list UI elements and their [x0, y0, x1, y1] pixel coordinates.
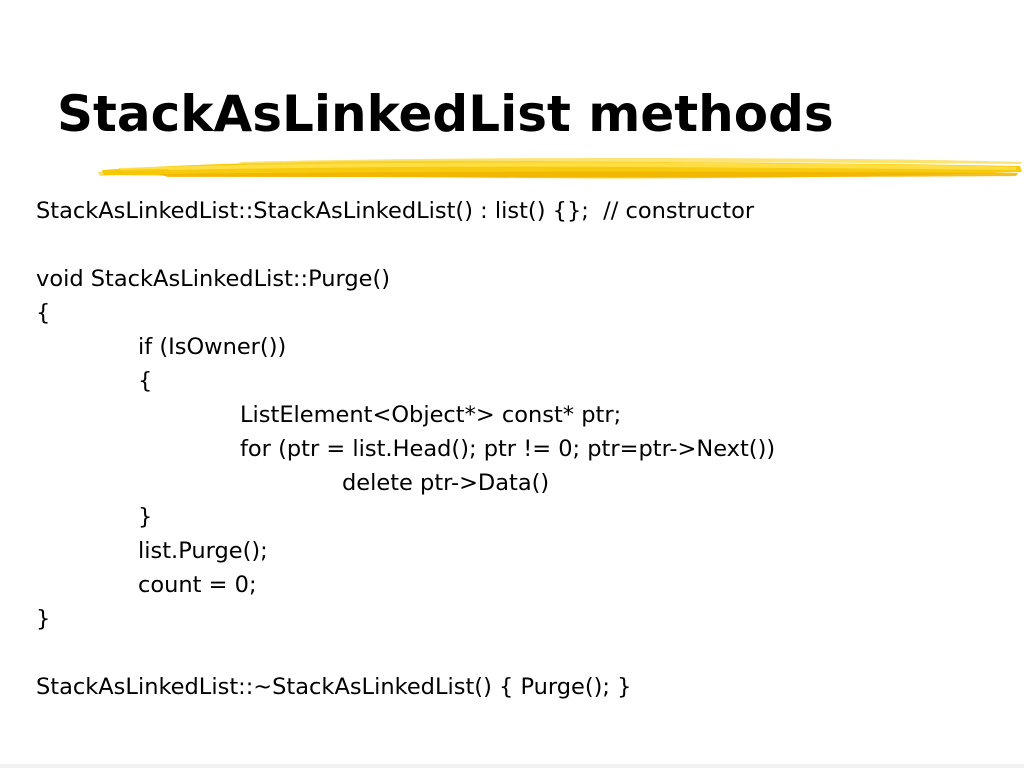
- code-line: list.Purge();: [138, 538, 268, 564]
- code-line: StackAsLinkedList::~StackAsLinkedList() …: [36, 674, 632, 700]
- code-line: count = 0;: [138, 572, 257, 598]
- footer-divider: [0, 764, 1024, 768]
- code-line: ListElement<Object*> const* ptr;: [240, 402, 622, 428]
- highlighter-underline: [98, 158, 1022, 179]
- slide-title: StackAsLinkedList methods: [57, 85, 834, 143]
- code-line: }: [36, 606, 51, 632]
- code-line: {: [36, 300, 51, 326]
- code-line: {: [138, 368, 153, 394]
- code-line: for (ptr = list.Head(); ptr != 0; ptr=pt…: [240, 436, 776, 462]
- code-line: delete ptr->Data(): [342, 470, 550, 496]
- code-line: }: [138, 504, 153, 530]
- code-line: [36, 636, 1006, 670]
- code-line: StackAsLinkedList::StackAsLinkedList() :…: [36, 198, 755, 224]
- code-block: StackAsLinkedList::StackAsLinkedList() :…: [36, 194, 1006, 704]
- code-line: if (IsOwner()): [138, 334, 287, 360]
- code-line: [36, 228, 1006, 262]
- code-line: void StackAsLinkedList::Purge(): [36, 266, 391, 292]
